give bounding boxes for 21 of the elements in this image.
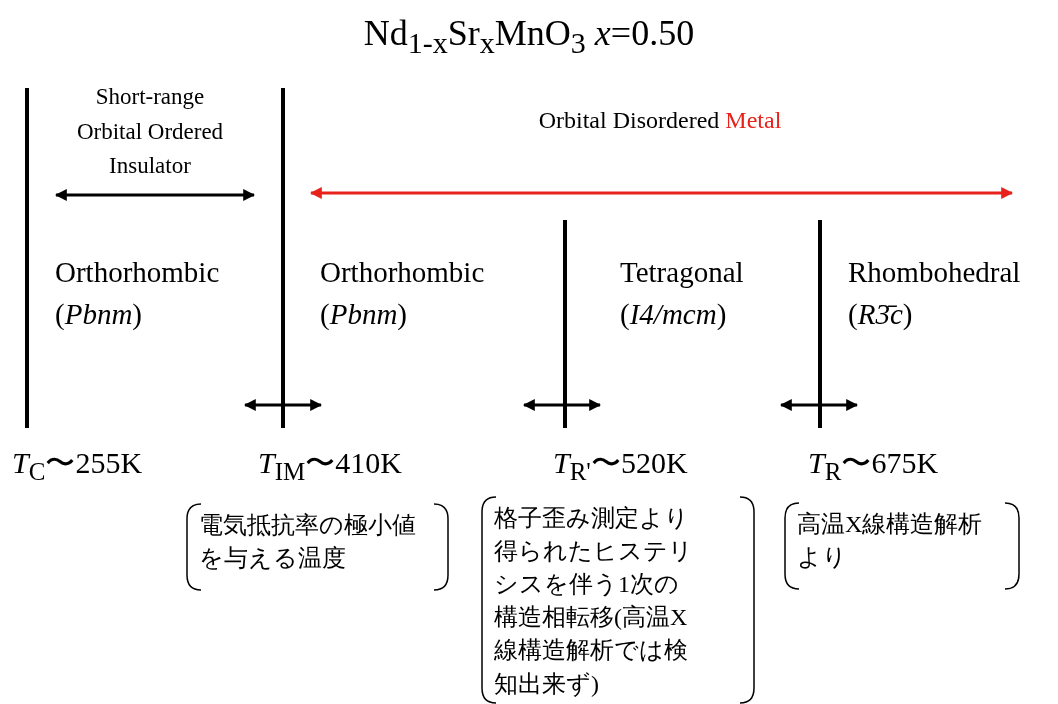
transition-temperature: T$_{R'}$〜520K <box>553 445 688 487</box>
note-text: 格子歪み測定より得られたヒステリシスを伴う1次の構造相転移(高温X線構造解析では検知出来ず) <box>494 504 694 699</box>
space-group-label: (R3̄c) <box>848 297 913 332</box>
phase-label: Orbital Disordered Metal <box>537 106 783 135</box>
crystal-system-label: Orthorhombic <box>55 255 220 290</box>
bracketed-note <box>480 496 756 704</box>
space-group-label: (Pbnm) <box>55 297 142 332</box>
title: Nd$_{1-x}$Sr$_{x}$MnO$_{3}$ x=0.50 <box>362 12 696 62</box>
transition-temperature: T$_{R}$〜675K <box>808 445 939 487</box>
space-group-label: (Pbnm) <box>320 297 407 332</box>
transition-temperature: T$_{IM}$〜410K <box>258 445 402 487</box>
phase-label: Short-range Orbital Ordered Insulator <box>75 83 225 180</box>
space-group-label: (I4/mcm) <box>620 297 727 332</box>
crystal-system-label: Rhombohedral <box>848 255 1021 290</box>
note-text: 高温X線構造解析より <box>797 510 984 573</box>
note-text: 電気抵抗率の極小値を与える温度 <box>199 511 417 574</box>
crystal-system-label: Orthorhombic <box>320 255 485 290</box>
bracketed-note <box>185 503 450 591</box>
bracketed-note <box>783 502 1021 590</box>
transition-temperature: T$_{C}$〜255K <box>12 445 143 487</box>
crystal-system-label: Tetragonal <box>620 255 744 290</box>
